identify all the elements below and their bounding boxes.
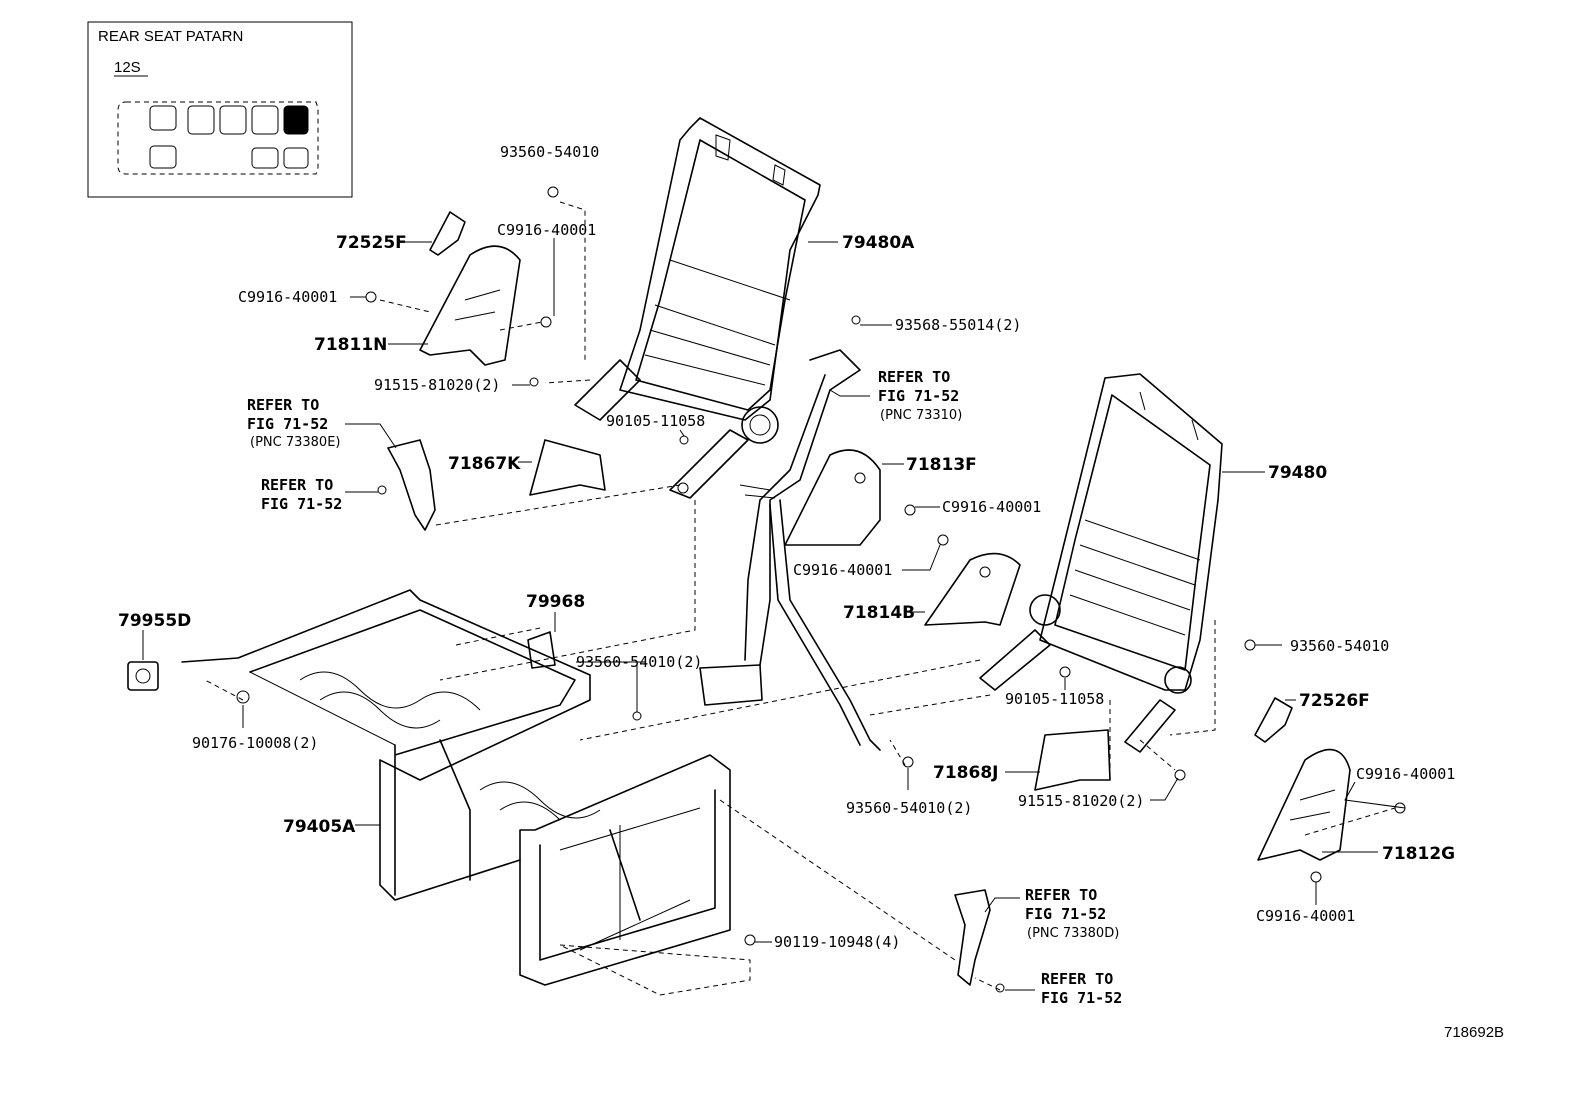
seat-pattern-inset: REAR SEAT PATARN 12S bbox=[87, 21, 353, 198]
seatbelt-assembly bbox=[699, 349, 881, 751]
cover-71867K bbox=[529, 439, 606, 496]
label-71867k: 71867K bbox=[448, 454, 521, 474]
buckle-73380E bbox=[387, 439, 436, 531]
label-fig-ref: FIG 71-52 bbox=[1041, 989, 1122, 1007]
buckle-73380D bbox=[954, 889, 991, 986]
label-72526f: 72526F bbox=[1299, 691, 1370, 711]
label-79968: 79968 bbox=[526, 592, 585, 612]
label-pnc: (PNC 73380E) bbox=[250, 435, 341, 450]
fasteners bbox=[236, 186, 1406, 993]
bolt-icon bbox=[851, 315, 861, 325]
bolt-icon bbox=[365, 291, 377, 303]
label-93560-54010: 93560-54010 bbox=[1290, 637, 1389, 655]
nut-icon bbox=[236, 690, 250, 704]
label-79405a: 79405A bbox=[283, 817, 356, 837]
bolt-icon bbox=[744, 934, 756, 946]
clip-79955D bbox=[127, 661, 159, 691]
label-refer-to: REFER TO bbox=[1041, 970, 1113, 988]
diagram-id: 718692B bbox=[1444, 1024, 1504, 1041]
label-91515-81020: 91515-81020(2) bbox=[374, 376, 500, 394]
label-93560-54010: 93560-54010(2) bbox=[846, 799, 972, 817]
hinge-cover-71812G bbox=[1257, 748, 1351, 861]
bolt-icon bbox=[1244, 639, 1256, 651]
label-c9916-40001: C9916-40001 bbox=[942, 498, 1041, 516]
seat-icon bbox=[219, 105, 247, 135]
label-fig-ref: FIG 71-52 bbox=[1025, 905, 1106, 923]
hinge-cover-72526F bbox=[1254, 697, 1293, 743]
label-90119-10948: 90119-10948(4) bbox=[774, 933, 900, 951]
label-c9916-40001: C9916-40001 bbox=[1356, 765, 1455, 783]
label-fig-ref: FIG 71-52 bbox=[247, 415, 328, 433]
cover-71868J bbox=[1034, 729, 1111, 791]
label-90176-10008: 90176-10008(2) bbox=[192, 734, 318, 752]
bolt-icon bbox=[1174, 769, 1186, 781]
bolt-icon bbox=[529, 377, 539, 387]
seat-back-frame-left bbox=[574, 117, 821, 499]
bolt-icon bbox=[547, 186, 559, 198]
seat-cushion-frame bbox=[181, 589, 731, 986]
bolt-icon bbox=[1310, 871, 1322, 883]
hinge-cover-71811N bbox=[419, 245, 521, 366]
label-72525f: 72525F bbox=[336, 233, 407, 253]
seat-icon bbox=[149, 145, 177, 169]
inset-code: 12S bbox=[114, 59, 141, 76]
seat-back-frame-right bbox=[979, 373, 1223, 753]
seat-icon bbox=[283, 147, 309, 169]
label-93560-54010: 93560-54010(2) bbox=[576, 653, 702, 671]
label-c9916-40001: C9916-40001 bbox=[1256, 907, 1355, 925]
seat-icon bbox=[251, 105, 279, 135]
label-pnc: (PNC 73380D) bbox=[1027, 926, 1119, 941]
cover-71813F bbox=[784, 449, 881, 546]
label-71814b: 71814B bbox=[843, 603, 915, 623]
label-refer-to: REFER TO bbox=[878, 368, 950, 386]
label-79480a: 79480A bbox=[842, 233, 915, 253]
label-c9916-40001: C9916-40001 bbox=[497, 221, 596, 239]
label-fig-ref: FIG 71-52 bbox=[261, 495, 342, 513]
seat-icon bbox=[149, 105, 177, 131]
label-93568-55014: 93568-55014(2) bbox=[895, 316, 1021, 334]
label-90105-11058: 90105-11058 bbox=[1005, 690, 1104, 708]
hinge-cover-72525F bbox=[429, 211, 466, 256]
leader-lines bbox=[142, 201, 1406, 996]
label-91515-81020: 91515-81020(2) bbox=[1018, 792, 1144, 810]
label-c9916-40001: C9916-40001 bbox=[238, 288, 337, 306]
seat-icon-selected bbox=[283, 105, 309, 135]
label-71811n: 71811N bbox=[314, 335, 387, 355]
label-90105-11058: 90105-11058 bbox=[606, 412, 705, 430]
label-refer-to: REFER TO bbox=[247, 396, 319, 414]
bolt-icon bbox=[1059, 666, 1071, 678]
bolt-icon bbox=[995, 983, 1005, 993]
label-79955d: 79955D bbox=[118, 611, 191, 631]
label-c9916-40001: C9916-40001 bbox=[793, 561, 892, 579]
label-71813f: 71813F bbox=[906, 455, 977, 475]
label-fig-ref: FIG 71-52 bbox=[878, 387, 959, 405]
label-refer-to: REFER TO bbox=[261, 476, 333, 494]
cover-71814B bbox=[924, 552, 1021, 626]
bolt-icon bbox=[902, 756, 914, 768]
bolt-icon bbox=[937, 534, 949, 546]
bolt-icon bbox=[632, 711, 642, 721]
label-93560-54010: 93560-54010 bbox=[500, 143, 599, 161]
clip-79968 bbox=[527, 631, 556, 669]
label-refer-to: REFER TO bbox=[1025, 886, 1097, 904]
bolt-icon bbox=[679, 435, 689, 445]
label-71868j: 71868J bbox=[933, 763, 998, 783]
part-labels: 93560-54010 C9916-40001 72525F C9916-400… bbox=[118, 143, 1504, 1041]
seat-icon bbox=[251, 147, 279, 169]
seat-icon bbox=[187, 105, 215, 135]
bolt-icon bbox=[377, 485, 387, 495]
label-79480: 79480 bbox=[1268, 463, 1327, 483]
inset-title: REAR SEAT PATARN bbox=[98, 28, 243, 45]
label-71812g: 71812G bbox=[1382, 844, 1455, 864]
bolt-icon bbox=[904, 504, 916, 516]
bolt-icon bbox=[540, 316, 552, 328]
label-pnc: (PNC 73310) bbox=[880, 408, 962, 423]
